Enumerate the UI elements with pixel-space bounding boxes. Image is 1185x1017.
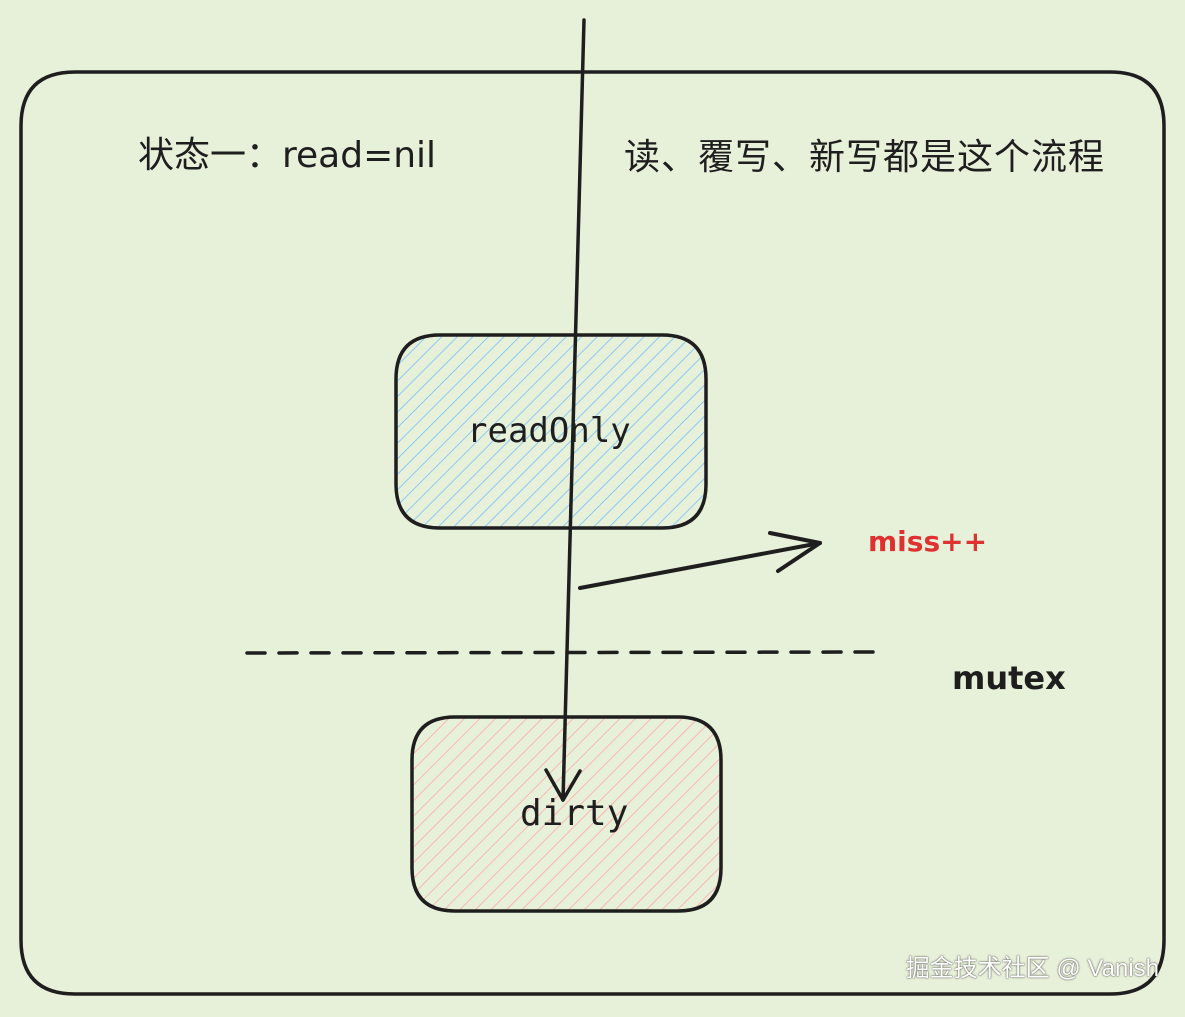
dirty-label: dirty: [520, 793, 629, 834]
miss-label: miss++: [868, 525, 988, 558]
miss-arrow: [578, 541, 822, 590]
dirty-box: [410, 715, 723, 913]
read-only-box: [394, 333, 708, 530]
outer-frame: [19, 70, 1166, 996]
read-only-label: readOnly: [467, 411, 631, 451]
mutex-label: mutex: [952, 659, 1066, 697]
state-title: 状态一：read=nil: [138, 135, 437, 176]
main-flow-arrow: [561, 18, 586, 802]
flow-note: 读、覆写、新写都是这个流程: [624, 137, 1106, 178]
miss-arrowhead: [768, 531, 822, 573]
main-flow-arrowhead: [544, 768, 582, 802]
mutex-divider: [245, 650, 882, 655]
watermark: 掘金技术社区 @ Vanish: [905, 955, 1159, 982]
